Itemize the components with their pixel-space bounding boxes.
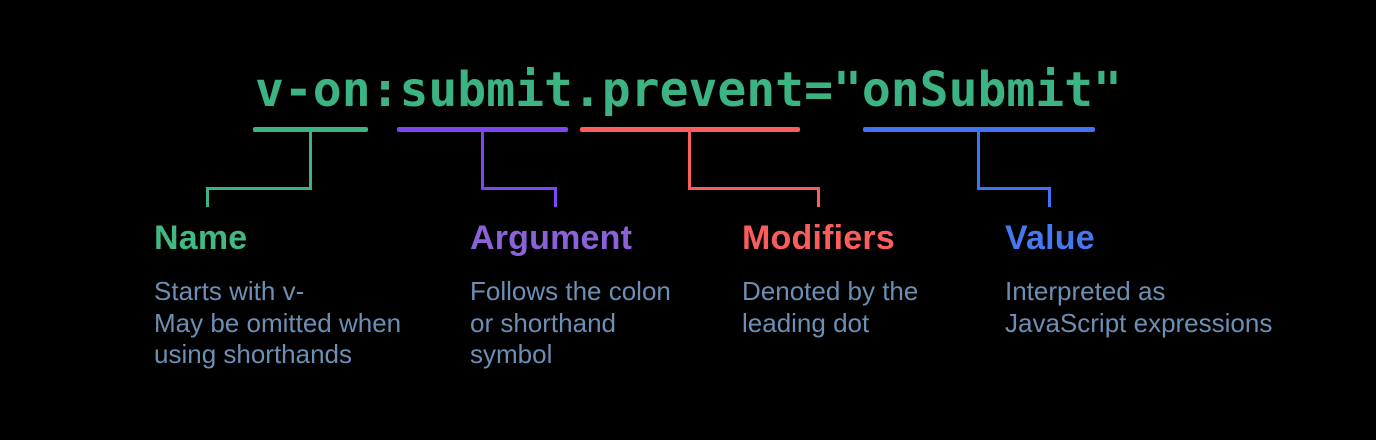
- code-expression: v-on:submit.prevent="onSubmit": [255, 62, 1122, 118]
- desc-name: Starts with v- May be omitted when using…: [154, 276, 402, 369]
- label-modifiers: Modifiers: [742, 219, 895, 257]
- name-underline: [253, 127, 368, 132]
- desc-value: Interpreted as JavaScript expressions: [1005, 276, 1273, 338]
- argument-stem-line: [481, 131, 484, 190]
- value-horizontal-line: [977, 187, 1051, 190]
- name-pointer-line: [206, 187, 209, 207]
- modifiers-horizontal-line: [688, 187, 820, 190]
- argument-underline: [397, 127, 568, 132]
- value-stem-line: [977, 131, 980, 190]
- value-pointer-line: [1048, 187, 1051, 207]
- argument-horizontal-line: [481, 187, 557, 190]
- label-argument: Argument: [470, 219, 633, 257]
- modifiers-underline: [580, 127, 800, 132]
- argument-pointer-line: [554, 187, 557, 207]
- name-horizontal-line: [206, 187, 312, 190]
- modifiers-stem-line: [688, 131, 691, 190]
- desc-argument: Follows the colon or shorthand symbol: [470, 276, 671, 369]
- value-underline: [863, 127, 1095, 132]
- desc-modifiers: Denoted by the leading dot: [742, 276, 919, 338]
- name-stem-line: [309, 131, 312, 190]
- label-value: Value: [1005, 219, 1095, 257]
- modifiers-pointer-line: [817, 187, 820, 207]
- label-name: Name: [154, 219, 248, 257]
